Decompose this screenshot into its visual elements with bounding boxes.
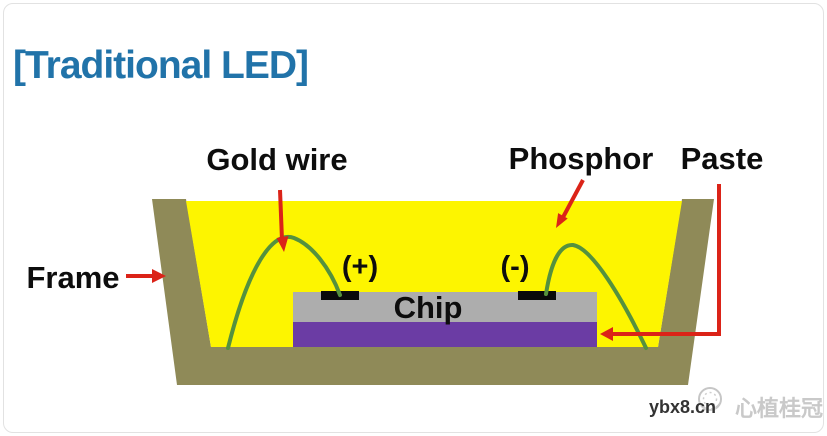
phosphor-label: Phosphor	[509, 141, 654, 176]
gold-wire-arrow-line	[278, 189, 284, 241]
paste-arrowhead-icon	[600, 327, 613, 341]
frame-label: Frame	[26, 260, 119, 295]
cathode-pad	[518, 291, 556, 300]
paste-layer	[293, 322, 597, 347]
watermark-brand-text: 心植桂冠	[735, 397, 824, 422]
paste-leader-line	[612, 184, 721, 336]
gold-wire-left	[226, 234, 342, 350]
gold-wire-right	[544, 243, 648, 350]
watermark-site-text: ybx8.cn	[649, 397, 717, 417]
cathode-label: (-)	[501, 251, 530, 283]
gold-wire-label: Gold wire	[206, 142, 347, 177]
phosphor-arrow-line	[559, 179, 585, 222]
frame-cup-shape	[152, 199, 714, 385]
wreath-logo-icon	[698, 387, 722, 411]
anode-label: (+)	[342, 251, 378, 283]
paste-label: Paste	[681, 141, 764, 176]
phosphor-arrowhead-icon	[556, 213, 568, 228]
frame-arrowhead-icon	[152, 269, 166, 283]
chip-label: Chip	[394, 290, 463, 325]
gold-wire-arrowhead-icon	[276, 236, 289, 252]
page-title: [Traditional LED]	[13, 44, 309, 87]
